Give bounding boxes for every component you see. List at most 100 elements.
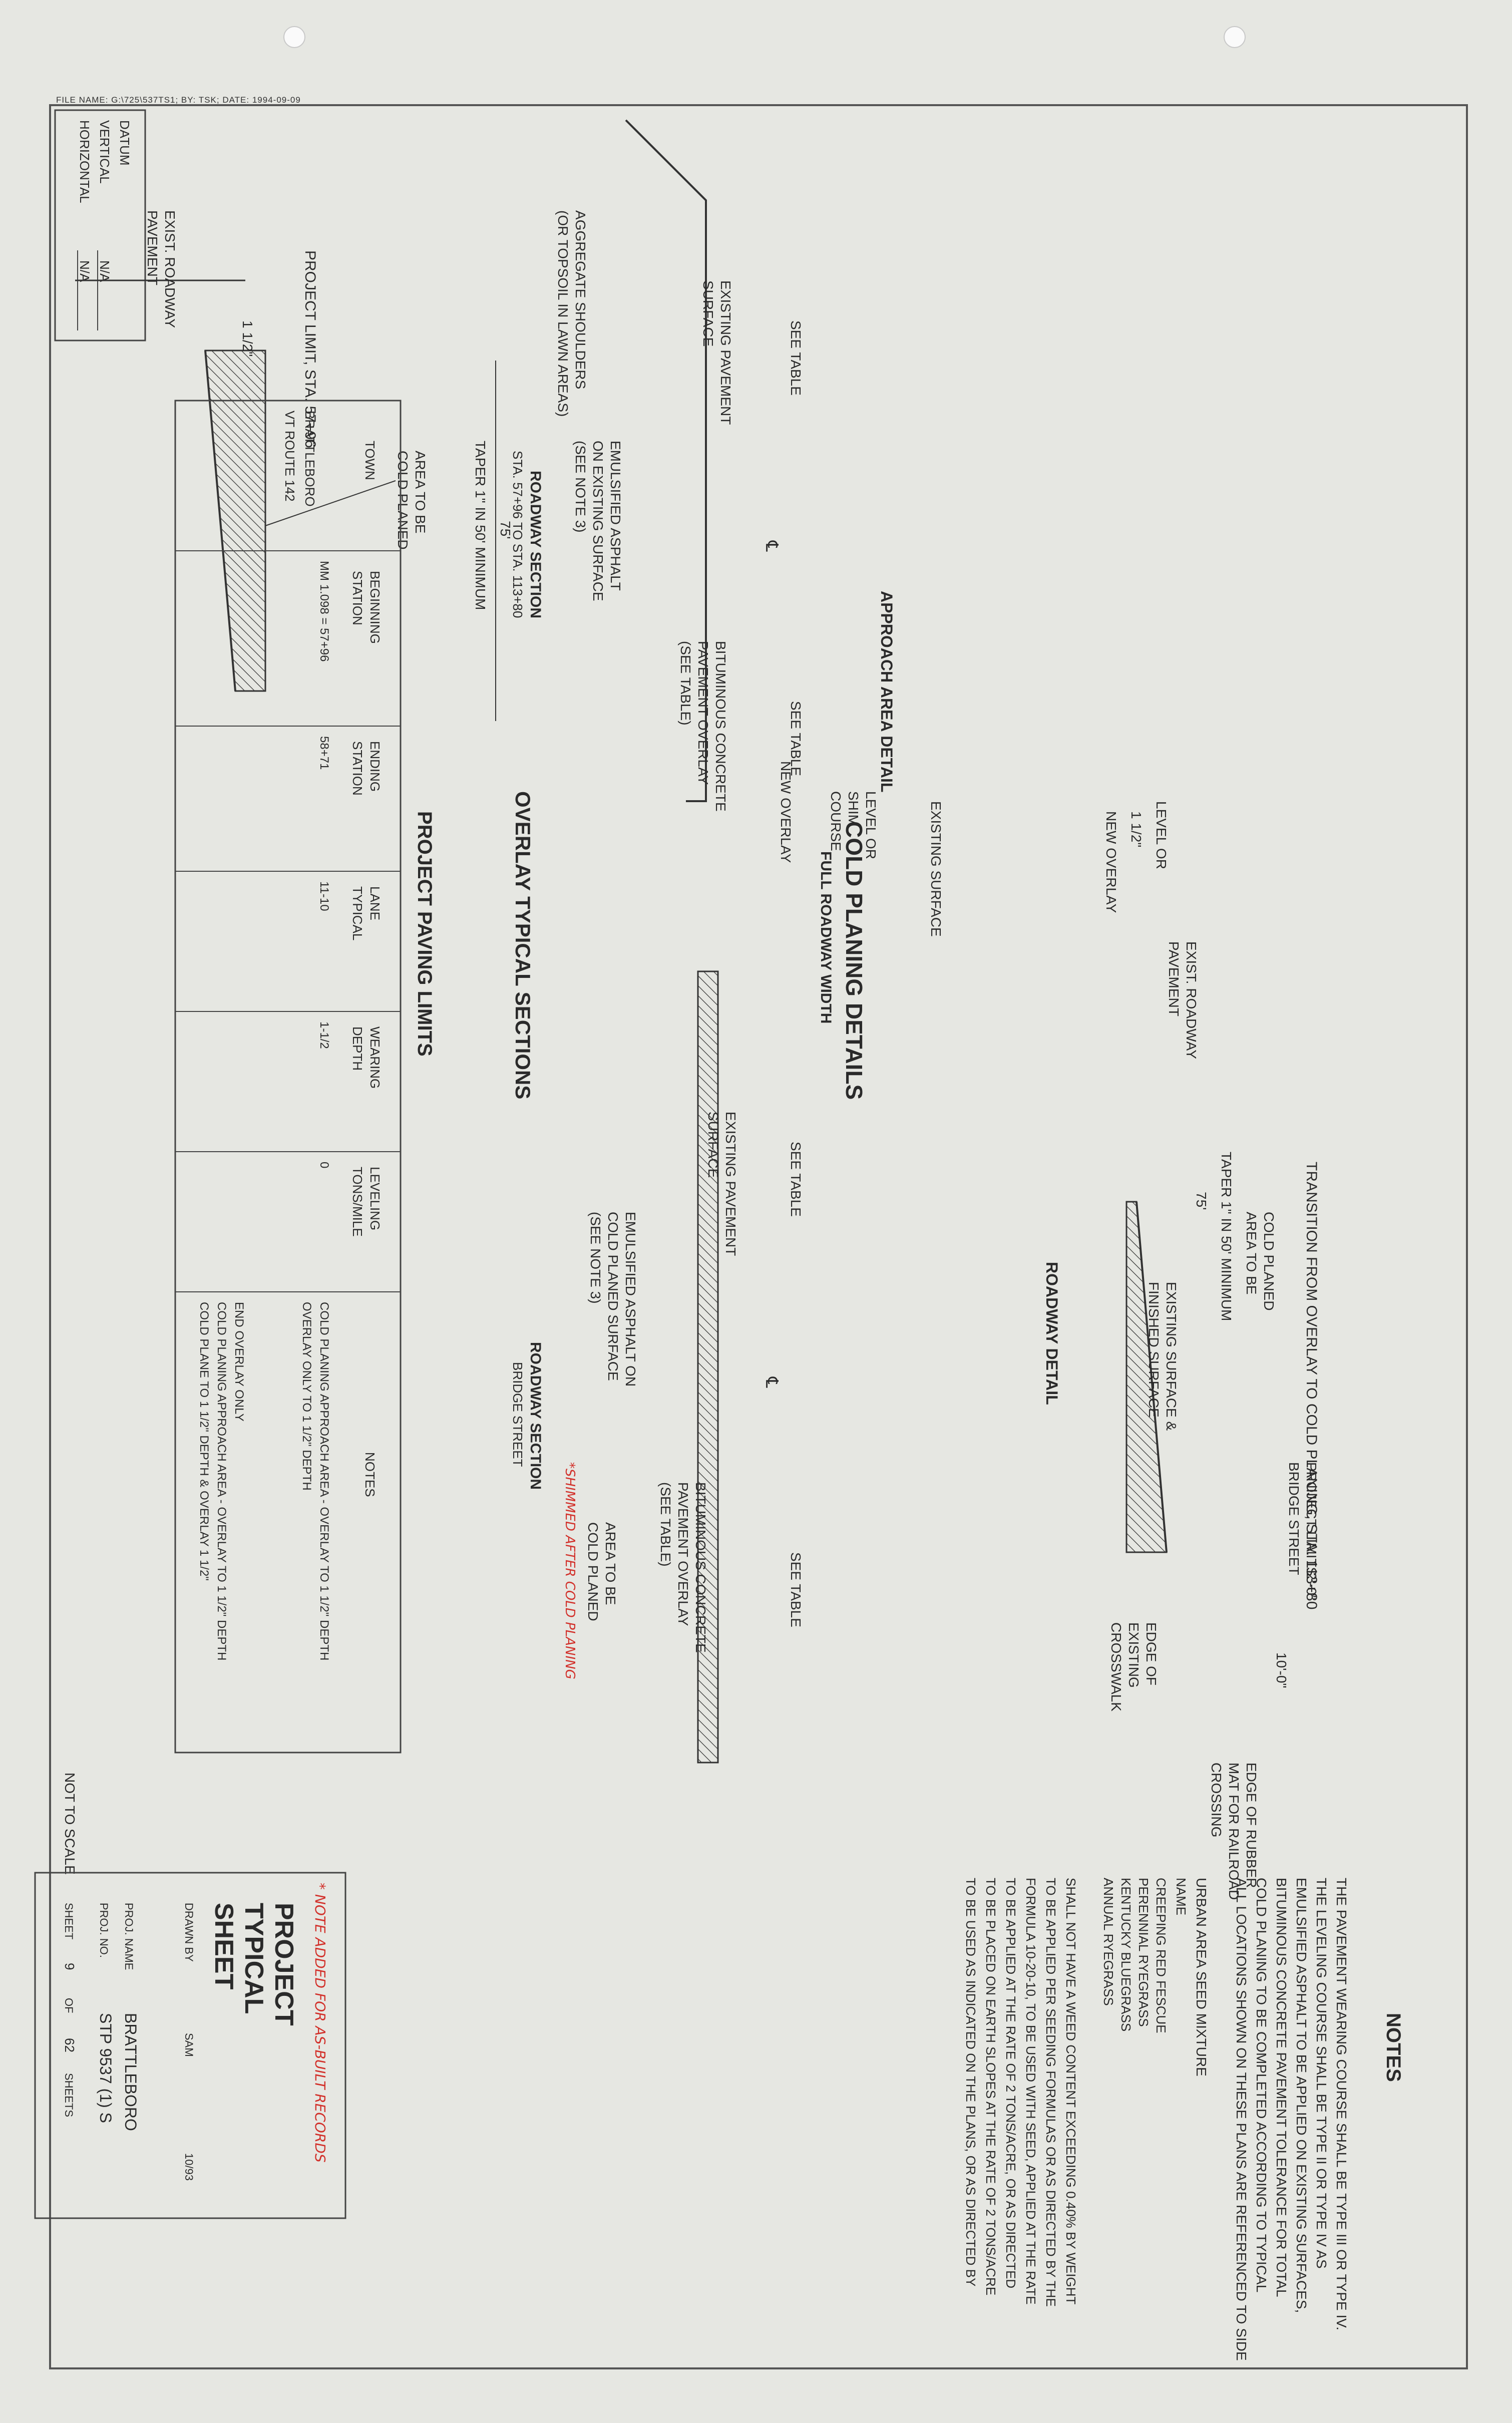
- section1-bituminous-1: BITUMINOUS CONCRETE: [713, 641, 728, 812]
- seed-mixture-title: URBAN AREA SEED MIXTURE: [1194, 1878, 1209, 2076]
- approach-level-3: COURSE: [828, 791, 844, 851]
- approach-new-overlay: NEW OVERLAY: [778, 761, 794, 863]
- section2-bituminous-3: (SEE TABLE): [658, 1482, 673, 1567]
- note-5: COLD PLANING TO BE COMPLETED ACCORDING T…: [1254, 1878, 1269, 2292]
- title-block: * NOTE ADDED FOR AS-BUILT RECORDS PROJEC…: [34, 1872, 346, 2219]
- section1-existing-2: SURFACE: [700, 280, 716, 347]
- section2-bituminous-1: BITUMINOUS CONCRETE: [693, 1482, 708, 1653]
- title-block-sheet-total: 62: [62, 2038, 77, 2052]
- seed-paragraph-6: TO BE USED AS INDICATED ON THE PLANS, OR…: [963, 1878, 978, 2286]
- paving-header-beginning-2: STATION: [350, 571, 365, 625]
- title-block-drawn-by: DRAWN BY: [183, 1903, 195, 1962]
- title-block-proj-name-label: PROJ. NAME: [123, 1903, 135, 1970]
- cold-planing-subtitle: FULL ROADWAY WIDTH: [818, 851, 834, 1023]
- section2-caption-sub: BRIDGE STREET: [510, 1362, 525, 1467]
- section1-existing-1: EXISTING PAVEMENT: [718, 280, 733, 425]
- overlay-sections-title: OVERLAY TYPICAL SECTIONS: [511, 791, 535, 1099]
- roadway-edge-rubber-1: EDGE OF RUBBER: [1244, 1763, 1259, 1888]
- roadway-new-overlay: NEW OVERLAY: [1103, 811, 1119, 913]
- roadway-area-cold-1: AREA TO BE: [1244, 1212, 1259, 1294]
- paving-header-ending-1: ENDING: [367, 741, 383, 792]
- datum-horizontal-label: HORIZONTAL: [77, 120, 92, 203]
- seed-header: NAME: [1174, 1878, 1189, 1915]
- paving-header-wearing-1: WEARING: [367, 1026, 383, 1089]
- title-block-of-label: OF: [63, 1998, 75, 2013]
- sheet-border: [49, 104, 1468, 2369]
- paving-wearing-col: 1-1/2: [317, 1021, 331, 1049]
- paving-header-leveling-1: LEVELING: [367, 1167, 383, 1230]
- roadway-existing-finished-2: FINISHED SURFACE: [1146, 1282, 1162, 1418]
- roadway-area-cold-2: COLD PLANED: [1261, 1212, 1277, 1311]
- approach-dim-1-1-2: 1 1/2": [240, 320, 255, 357]
- roadway-title: ROADWAY DETAIL: [1043, 1262, 1061, 1405]
- approach-area-cold-1: AREA TO BE: [413, 451, 428, 533]
- paving-header-leveling-2: TONS/MILE: [350, 1167, 365, 1237]
- paving-ending-col: 58+71: [317, 736, 331, 770]
- section2-see-table-1: SEE TABLE: [788, 1142, 804, 1217]
- roadway-project-limits-1: PROJECT LIMITS: [1304, 1462, 1319, 1576]
- seed-row-2: PERENNIAL RYEGRASS: [1136, 1878, 1151, 2027]
- roadway-level-1: LEVEL OR: [1154, 801, 1169, 869]
- datum-vertical-value: N/A: [97, 260, 112, 282]
- title-block-sheets-label: SHEETS: [63, 2073, 75, 2117]
- seed-row-4: ANNUAL RYEGRASS: [1101, 1878, 1116, 2006]
- roadway-exist-pavement-2: PAVEMENT: [1166, 941, 1182, 1016]
- section1-bituminous-3: (SEE TABLE): [678, 641, 693, 726]
- section2-emulsified-2: COLD PLANED SURFACE: [605, 1212, 621, 1381]
- rotated-sheet-content: DATUM VERTICAL N/A HORIZONTAL N/A PROJEC…: [34, 109, 1404, 2361]
- paving-notes-end-3: COLD PLANE TO 1 1/2" DEPTH & OVERLAY 1 1…: [197, 1302, 211, 1581]
- note-4: BITUMINOUS CONCRETE PAVEMENT TOLERANCE F…: [1274, 1878, 1289, 2297]
- not-to-scale-label: NOT TO SCALE: [62, 1773, 78, 1875]
- section1-cl: ℄: [762, 540, 781, 552]
- seed-paragraph-4: TO BE APPLIED AT THE RATE OF 2 TONS/ACRE…: [1003, 1878, 1018, 2288]
- datum-vertical-label: VERTICAL: [97, 120, 112, 184]
- paving-beginning-col: MM 1.098 = 57+96: [317, 561, 331, 661]
- title-block-drawn-value: SAM: [183, 2033, 195, 2057]
- paving-notes-end: END OVERLAY ONLY: [232, 1302, 246, 1422]
- paving-lane-col: 11-10: [317, 881, 331, 911]
- roadway-dim-75: 75': [1194, 1192, 1209, 1210]
- title-block-proj-no-label: PROJ. NO.: [98, 1903, 110, 1958]
- section1-caption-sub: STA. 57+96 TO STA. 113+80: [510, 451, 525, 618]
- section2-bituminous-2: PAVEMENT OVERLAY: [675, 1482, 691, 1626]
- roadway-dim-10-0: 10'-0": [1274, 1652, 1289, 1688]
- cold-planing-title: COLD PLANING DETAILS: [841, 821, 867, 1100]
- title-block-sheet-no: 9: [62, 1963, 77, 1970]
- note-6: ALL LOCATIONS SHOWN ON THESE PLANS ARE R…: [1234, 1878, 1249, 2361]
- note-3: EMULSIFIED ASPHALT TO BE APPLIED ON EXIS…: [1294, 1878, 1309, 2313]
- section2-cl: ℄: [762, 1376, 781, 1388]
- roadway-taper: TAPER 1" IN 50' MINIMUM: [1219, 1152, 1234, 1321]
- roadway-edge-crosswalk-2: EXISTING: [1126, 1622, 1142, 1688]
- note-2: THE LEVELING COURSE SHALL BE TYPE II OR …: [1314, 1878, 1329, 2269]
- title-block-date-2: 10/93: [183, 2153, 195, 2181]
- title-block-sheet-title-2: TYPICAL: [239, 1903, 268, 2014]
- approach-taper: TAPER 1" IN 50' MINIMUM: [473, 441, 488, 610]
- roadway-exist-pavement-1: EXIST. ROADWAY: [1184, 941, 1199, 1059]
- approach-dim-75: 75': [498, 521, 513, 539]
- section1-aggregate-1: AGGREGATE SHOULDERS: [573, 210, 588, 389]
- section1-see-table-1: SEE TABLE: [788, 320, 804, 396]
- section2-existing-2: SURFACE: [705, 1112, 721, 1178]
- notes-block: NOTES THE PAVEMENT WEARING COURSE SHALL …: [963, 1878, 1404, 2361]
- paving-limits-title: PROJECT PAVING LIMITS: [414, 811, 436, 1057]
- title-block-red-note: * NOTE ADDED FOR AS-BUILT RECORDS: [312, 1883, 328, 2163]
- roadway-edge-rubber-3: CROSSING: [1209, 1763, 1224, 1837]
- section1-caption: ROADWAY SECTION: [527, 471, 544, 618]
- paving-notes-1: COLD PLANING APPROACH AREA - OVERLAY TO …: [317, 1302, 331, 1660]
- approach-level-1: LEVEL OR: [863, 791, 879, 859]
- paving-town-1: BRATTLEBORO: [302, 411, 317, 507]
- datum-label: DATUM: [117, 120, 132, 166]
- file-name-label: FILE NAME: G:\725\537TS1; BY: TSK; DATE:…: [56, 95, 301, 105]
- seed-row-3: KENTUCKY BLUEGRASS: [1118, 1878, 1133, 2031]
- section2-area-cold-2: COLD PLANED: [585, 1522, 601, 1621]
- section2-area-cold-1: AREA TO BE: [603, 1522, 618, 1605]
- section2-emulsified-3: (SEE NOTE 3): [588, 1212, 603, 1304]
- seed-row-1: CREEPING RED FESCUE: [1154, 1878, 1169, 2033]
- title-block-sheet-label: SHEET: [63, 1903, 75, 1939]
- section1-aggregate-2: (OR TOPSOIL IN LAWN AREAS): [555, 210, 571, 417]
- approach-area-detail: PROJECT LIMIT, STA. 57+96 EXIST. ROADWAY…: [75, 210, 944, 937]
- seed-paragraph-5: TO BE PLACED ON EARTH SLOPES AT THE RATE…: [983, 1878, 998, 2295]
- punch-hole: [1224, 26, 1246, 48]
- approach-area-cold-2: COLD PLANED: [395, 451, 411, 550]
